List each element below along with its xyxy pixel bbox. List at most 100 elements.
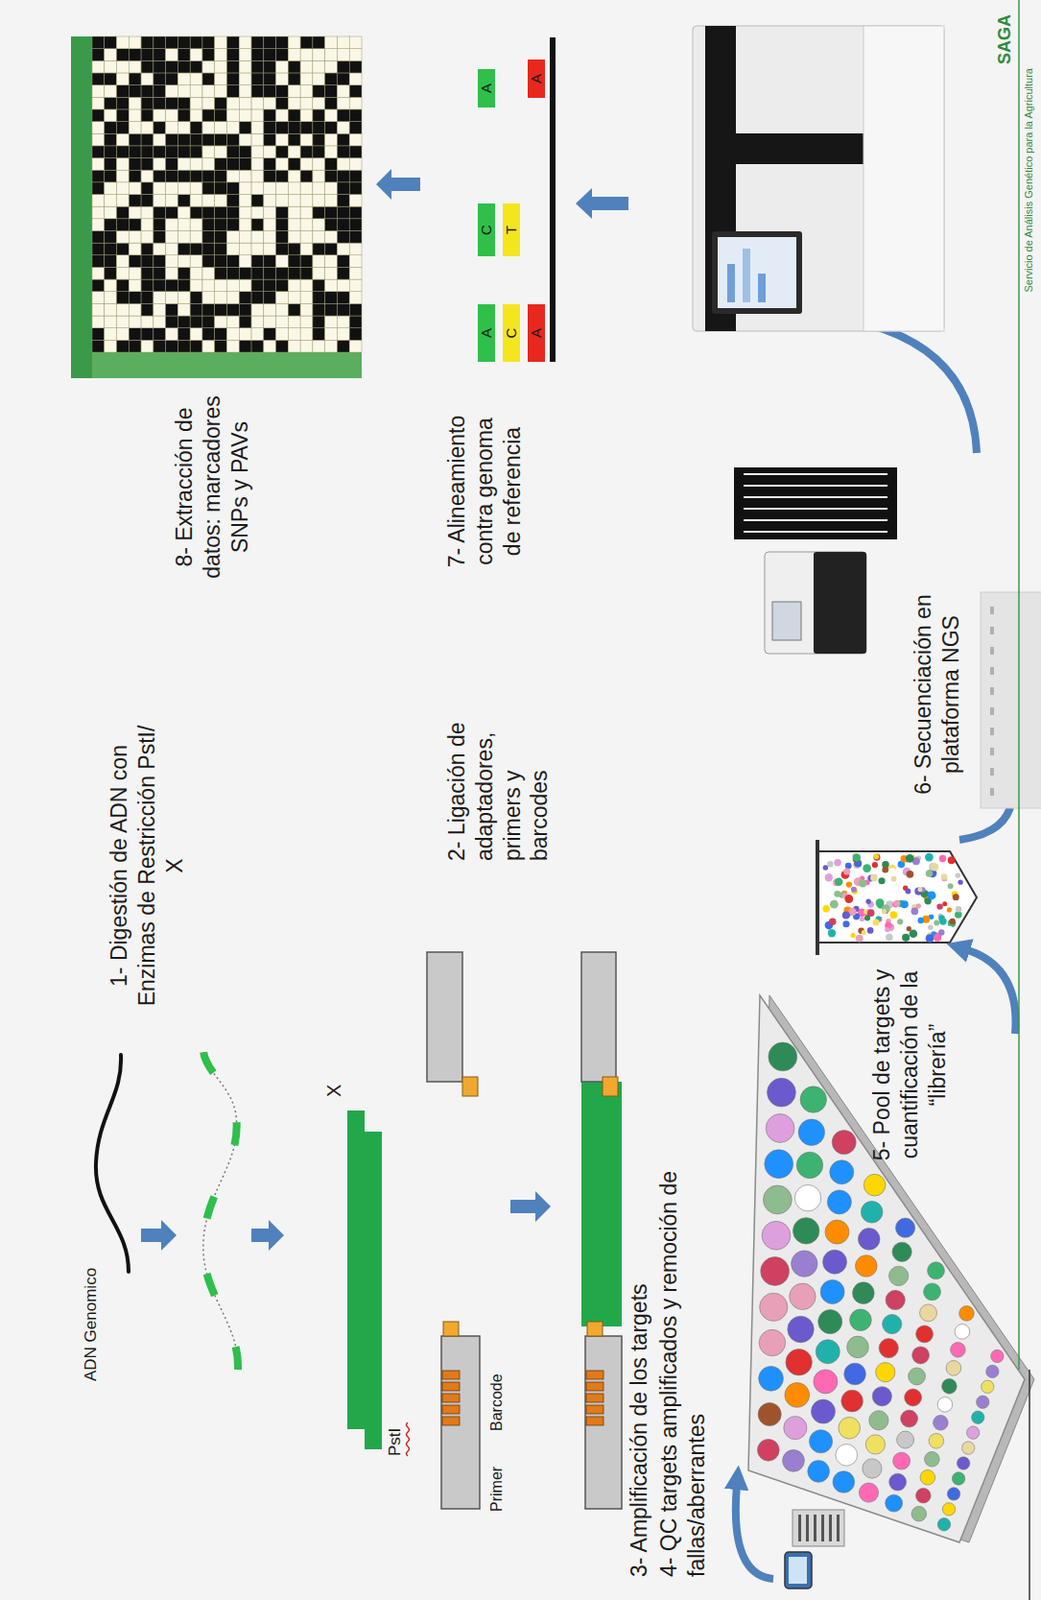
plate-well <box>916 1324 934 1343</box>
matrix-cell <box>104 230 118 243</box>
chip-mark <box>990 747 994 756</box>
matrix-cell <box>128 266 142 280</box>
matrix-cell <box>153 230 166 243</box>
matrix-cell <box>117 255 130 268</box>
library-fragment <box>946 906 952 912</box>
library-fragment <box>906 870 915 878</box>
matrix-cell <box>153 279 166 292</box>
matrix-cell <box>238 242 252 256</box>
matrix-cell <box>128 169 142 183</box>
matrix-cell <box>128 328 142 341</box>
matrix-cell <box>165 255 179 268</box>
library-fragment <box>864 915 871 922</box>
matrix-cell <box>202 291 215 305</box>
matrix-cell <box>202 109 215 122</box>
matrix-cell <box>227 194 240 208</box>
matrix-cell <box>276 242 289 256</box>
plate-well <box>832 1470 855 1493</box>
matrix-cell <box>202 315 215 329</box>
matrix-cell <box>202 255 215 268</box>
matrix-cell <box>300 218 313 232</box>
library-fragment <box>834 877 844 887</box>
matrix-cell <box>325 255 338 268</box>
matrix-cell <box>141 230 154 243</box>
matrix-cell <box>141 291 154 305</box>
flow-cell-lane <box>743 496 888 498</box>
marker-matrix <box>70 36 362 379</box>
matrix-cell <box>177 279 190 292</box>
plate-well <box>818 1309 843 1334</box>
sequencer-base <box>863 25 945 332</box>
plate-well <box>823 1249 848 1274</box>
matrix-cell <box>141 279 154 292</box>
matrix-cell <box>300 291 313 305</box>
matrix-cell <box>238 158 252 171</box>
matrix-cell <box>251 242 264 256</box>
matrix-cell <box>165 339 179 353</box>
matrix-cell <box>189 328 203 341</box>
matrix-cell <box>141 339 154 353</box>
plate-well <box>844 1362 867 1385</box>
plate-well <box>813 1369 838 1394</box>
base-letter: C <box>477 203 496 257</box>
matrix-cell <box>128 194 142 208</box>
matrix-cell <box>104 218 118 232</box>
matrix-cell <box>165 218 179 232</box>
library-fragment <box>941 873 948 880</box>
plate-well <box>916 1487 932 1503</box>
matrix-cell <box>276 279 289 292</box>
matrix-cell <box>251 96 264 110</box>
library-fragment <box>873 918 880 925</box>
matrix-cell <box>287 291 301 305</box>
matrix-cell <box>276 158 289 171</box>
matrix-cell <box>177 194 190 208</box>
matrix-cell <box>202 328 215 341</box>
matrix-cell <box>189 48 203 62</box>
matrix-cell <box>128 255 142 268</box>
matrix-cell <box>104 60 118 73</box>
matrix-cell <box>153 48 166 62</box>
matrix-cell <box>165 109 179 122</box>
matrix-cell <box>141 48 154 62</box>
matrix-cell <box>349 230 362 243</box>
plate-well <box>885 1289 905 1309</box>
matrix-cell <box>189 72 203 86</box>
plate-well <box>850 1308 873 1331</box>
matrix-cell <box>227 266 240 280</box>
matrix-cell <box>165 266 179 280</box>
matrix-cell <box>214 255 228 268</box>
chip-marks <box>990 606 994 796</box>
matrix-cell <box>117 72 130 86</box>
matrix-cell <box>238 36 252 49</box>
chip-mark <box>990 626 994 635</box>
step-text: 8- Extracción de datos: marcadores SNPs … <box>170 383 254 591</box>
matrix-cell <box>227 158 240 171</box>
matrix-cell <box>238 303 252 316</box>
matrix-cell <box>263 182 277 195</box>
matrix-cell <box>251 291 264 305</box>
plate-well <box>764 1149 794 1179</box>
library-fragment <box>916 902 922 908</box>
plate-well <box>758 1365 784 1391</box>
matrix-cell <box>153 291 166 305</box>
matrix-cell <box>141 133 154 146</box>
library-fragment <box>843 867 851 875</box>
plate-well <box>900 1409 919 1427</box>
matrix-cell <box>300 48 313 62</box>
matrix-cell <box>202 145 215 159</box>
matrix-cell <box>117 96 130 110</box>
library-fragment <box>939 917 947 925</box>
step-text: 3- Amplificación de los targets <box>625 1077 654 1577</box>
matrix-cell <box>92 145 105 159</box>
barcode-symbol <box>586 1370 604 1425</box>
adapter <box>426 951 463 1082</box>
plate-well <box>758 1328 785 1355</box>
plate-well <box>860 1200 883 1223</box>
matrix-cell <box>325 230 338 243</box>
matrix-cell <box>117 36 130 49</box>
adapter-part-label: Barcode <box>487 1372 507 1431</box>
matrix-cell <box>312 339 326 353</box>
matrix-cell <box>336 255 350 268</box>
screen-bar <box>727 263 735 303</box>
flow-cell-lanes <box>743 473 888 532</box>
